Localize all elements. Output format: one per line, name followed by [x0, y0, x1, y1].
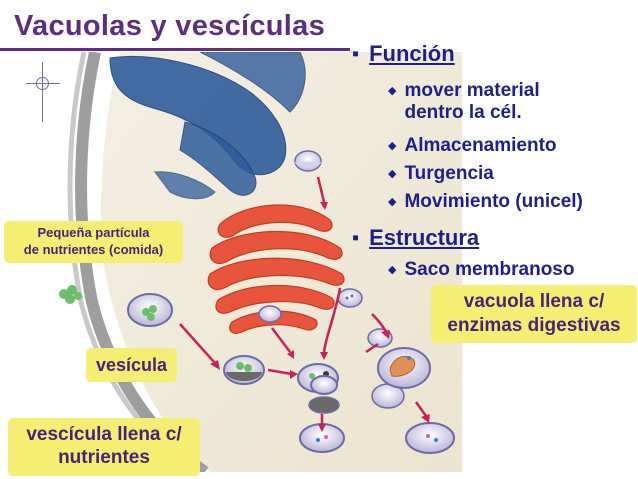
- cell-vesicle-illustration: [59, 52, 462, 472]
- endoplasmic-reticulum: [109, 52, 306, 200]
- arrowheads: [210, 202, 430, 432]
- label-vacuole: vacuola llena c/ enzimas digestivas: [431, 285, 637, 343]
- trafficking-arrows: [179, 176, 428, 424]
- nutrient-particle: [59, 285, 82, 304]
- label-filled-vesicle: vescícula llena c/ nutrientes: [8, 418, 200, 476]
- title-underline: [0, 48, 350, 51]
- label-nutrient-particle: Pequeña partícula de nutrientes (comida): [4, 221, 183, 263]
- label-vesicle: vesícula: [86, 348, 177, 382]
- slide-title: Vacuolas y vescículas: [14, 10, 326, 42]
